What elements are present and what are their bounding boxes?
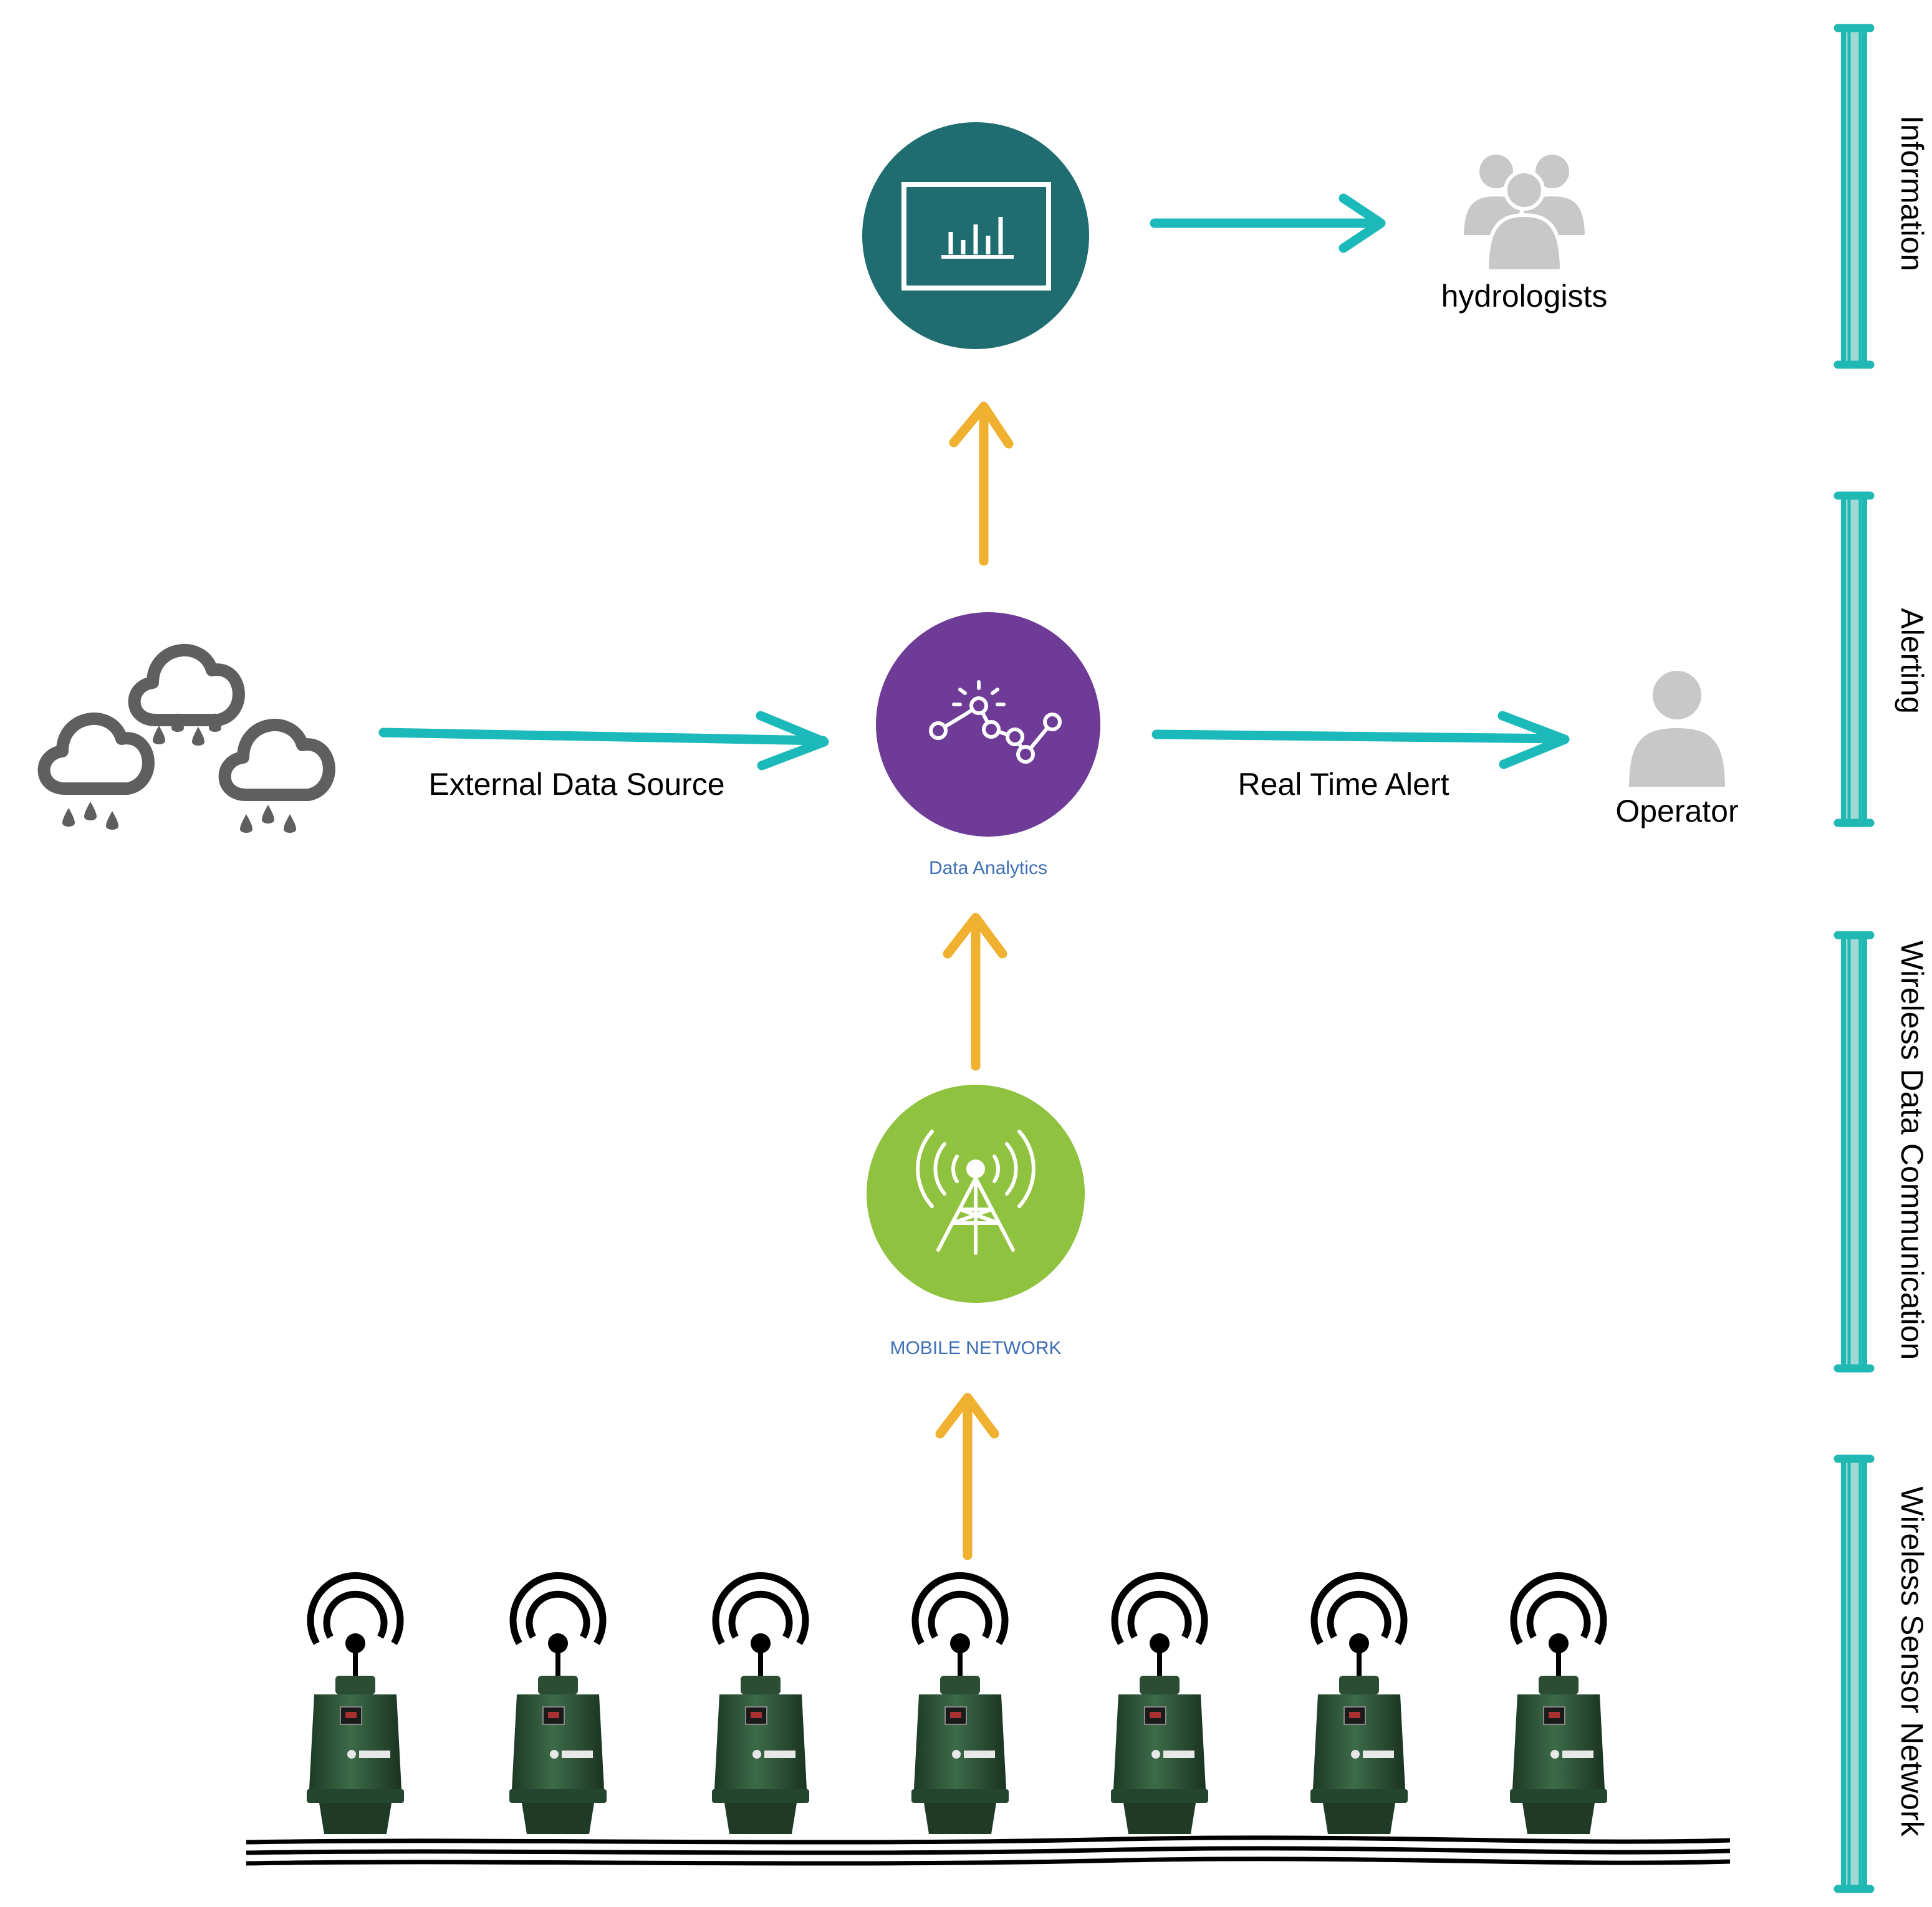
water-meter-sensor-icon (1111, 1575, 1208, 1834)
arrow-analytics-to-operator (1151, 711, 1570, 769)
water-meter-sensor-icon (509, 1575, 607, 1834)
water-meter-sensor-icon (712, 1575, 809, 1834)
analytics-node[interactable] (876, 612, 1100, 837)
antenna-tower-icon (916, 1130, 1036, 1255)
layer-label-wireless-sensor-network: Wireless Sensor Network (1895, 1486, 1930, 1837)
hydrologists-label: hydrologists (1441, 279, 1608, 314)
layer-bar-alerting (1838, 496, 1870, 823)
water-meter-sensor-icon (307, 1575, 404, 1834)
analytics-label: Data Analytics (929, 858, 1047, 878)
water-meter-sensor-icon (1510, 1575, 1607, 1834)
network-label: MOBILE NETWORK (890, 1338, 1061, 1358)
information-node[interactable] (862, 122, 1089, 349)
user-icon (1625, 667, 1729, 790)
arrow-information-to-hydrologists (1150, 193, 1386, 253)
layer-label-wireless-data-communication: Wireless Data Communication (1895, 941, 1930, 1360)
sensor-row (307, 1575, 1607, 1834)
network-node[interactable] (867, 1085, 1085, 1303)
layer-bar-wireless-sensor-network (1838, 1459, 1870, 1889)
layer-label-alerting: Alerting (1895, 608, 1930, 714)
water-meter-sensor-icon (1310, 1575, 1408, 1834)
rain-clouds-icon (44, 650, 329, 833)
arrow-external-to-analytics (378, 711, 829, 771)
analytics-icon (929, 680, 1062, 764)
external-data-source-label: External Data Source (428, 767, 724, 802)
arrow-network-to-analytics (943, 913, 1007, 1071)
water-lines (246, 1835, 1731, 1866)
operator-label: Operator (1615, 794, 1738, 829)
water-meter-sensor-icon (911, 1575, 1009, 1834)
layer-bar-information (1838, 28, 1870, 365)
chart-icon (901, 182, 1051, 291)
layer-label-information: Information (1895, 115, 1930, 271)
arrow-analytics-to-information (949, 401, 1014, 566)
layer-bar-wireless-data-communication (1838, 935, 1870, 1368)
users-group-icon (1459, 151, 1589, 273)
arrow-sensors-to-network (935, 1393, 999, 1560)
real-time-alert-label: Real Time Alert (1238, 767, 1449, 802)
